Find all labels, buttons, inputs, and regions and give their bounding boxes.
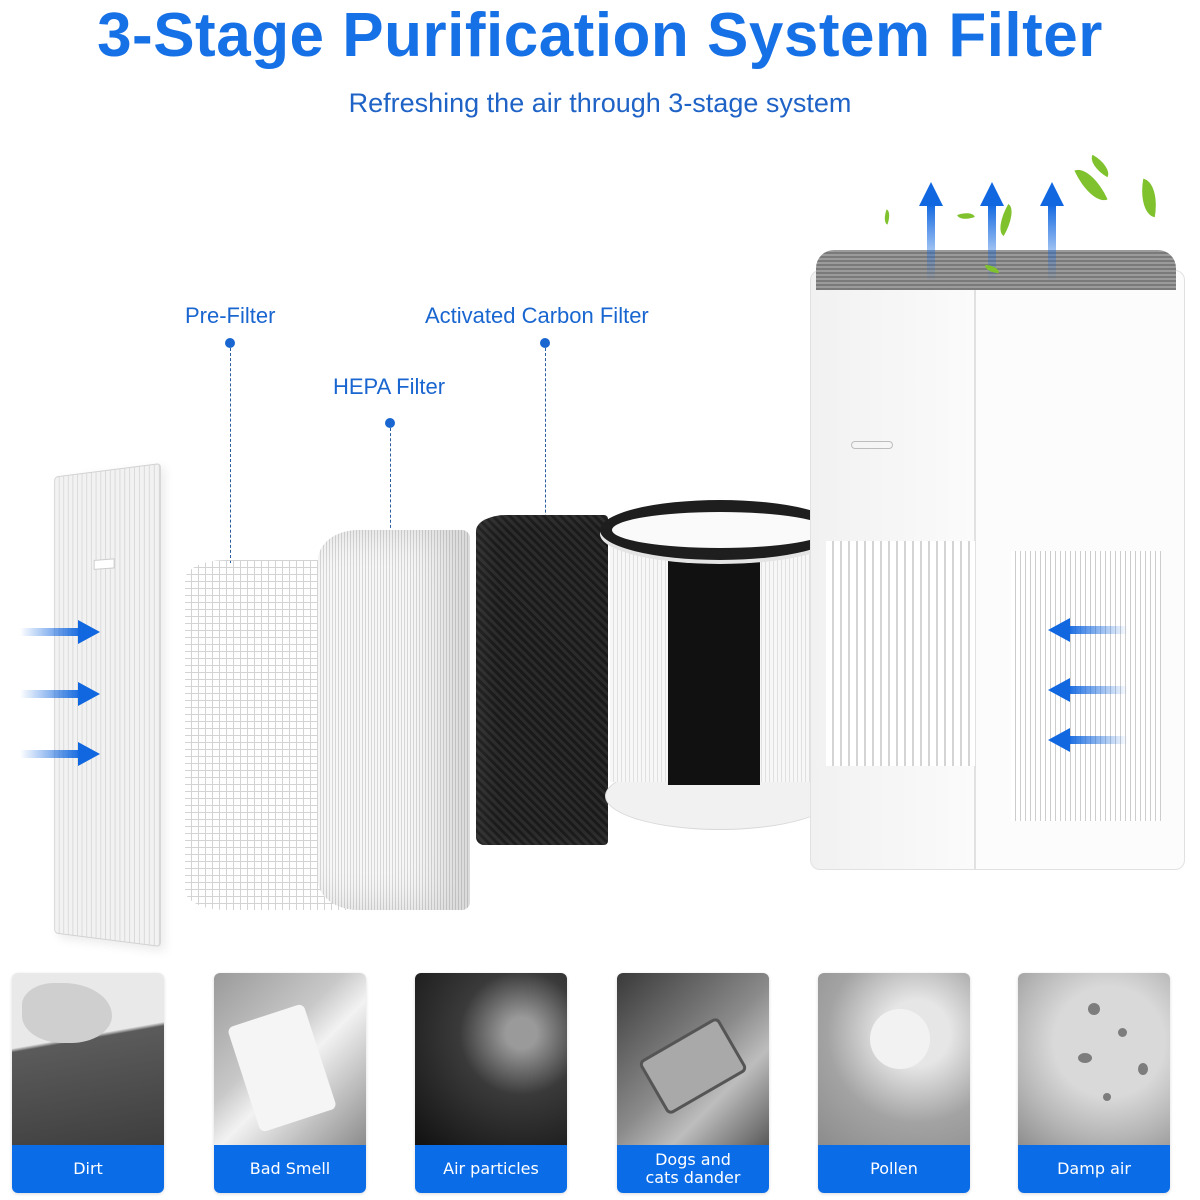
airflow-in-arrow-icon: [20, 682, 102, 706]
air-purifier-unit: [810, 250, 1185, 870]
activated-carbon-filter: [476, 515, 608, 845]
purifier-slider: [851, 441, 893, 449]
feature-card-dirt: Dirt: [12, 973, 164, 1193]
feature-label: Dogs and cats dander: [617, 1145, 769, 1193]
purifier-side-face: [975, 270, 1185, 870]
pollen-image: [818, 973, 970, 1145]
purifier-front-face: [810, 270, 976, 870]
feature-card-bad-smell: Bad Smell: [214, 973, 366, 1193]
airflow-in-arrow-icon: [1048, 678, 1130, 702]
leaf-icon: [985, 265, 999, 273]
callout-carbon-filter: Activated Carbon Filter: [425, 303, 649, 328]
callout-hepa-filter: HEPA Filter: [333, 374, 446, 399]
leaf-icon: [957, 209, 975, 223]
callout-line-carbon-filter: [545, 348, 546, 548]
leaf-icon: [881, 209, 893, 225]
callout-line-pre-filter: [230, 348, 231, 563]
filter-cylinder: [600, 500, 840, 830]
filter-cylinder-top-ring: [600, 500, 840, 560]
feature-card-pollen: Pollen: [818, 973, 970, 1193]
feature-label: Pollen: [818, 1145, 970, 1193]
feature-card-pet-dander: Dogs and cats dander: [617, 973, 769, 1193]
callout-dot-hepa-filter: [385, 418, 395, 428]
airflow-in-arrow-icon: [1048, 618, 1130, 642]
paint-roller-image: [226, 1003, 338, 1133]
hand-image: [22, 983, 112, 1043]
contaminant-cards: Dirt Bad Smell Air particles Dogs and ca…: [12, 973, 1188, 1193]
feature-card-damp-air: Damp air: [1018, 973, 1170, 1193]
leaf-icon: [1137, 178, 1161, 218]
feature-label: Air particles: [415, 1145, 567, 1193]
feature-label: Dirt: [12, 1145, 164, 1193]
grill-handle-slot: [93, 558, 115, 570]
hepa-filter: [318, 530, 470, 910]
leaf-icon: [1086, 154, 1114, 178]
airflow-out-arrow-icon: [1040, 182, 1064, 282]
callout-dot-carbon-filter: [540, 338, 550, 348]
feature-label: Damp air: [1018, 1145, 1170, 1193]
bad-smell-image: [214, 973, 366, 1145]
damp-air-image: [1018, 973, 1170, 1145]
airflow-in-arrow-icon: [1048, 728, 1130, 752]
feature-label: Bad Smell: [214, 1145, 366, 1193]
callout-pre-filter: Pre-Filter: [185, 303, 276, 328]
filter-cylinder-carbon-window: [668, 555, 760, 785]
airflow-in-arrow-icon: [20, 620, 102, 644]
airflow-out-arrow-icon: [980, 182, 1004, 282]
air-particles-image: [415, 973, 567, 1145]
airflow-in-arrow-icon: [20, 742, 102, 766]
pet-brush-image: [637, 1016, 749, 1116]
pet-dander-image: [617, 973, 769, 1145]
flower-image: [870, 1009, 930, 1069]
airflow-out-arrow-icon: [919, 182, 943, 282]
page-title: 3-Stage Purification System Filter: [97, 1, 1103, 70]
callout-dot-pre-filter: [225, 338, 235, 348]
front-grill-panel: [54, 463, 161, 947]
feature-card-air-particles: Air particles: [415, 973, 567, 1193]
purifier-front-vent: [826, 541, 976, 766]
callout-line-hepa-filter: [390, 428, 391, 533]
page-subtitle: Refreshing the air through 3-stage syste…: [348, 88, 852, 118]
dirt-image: [12, 973, 164, 1145]
